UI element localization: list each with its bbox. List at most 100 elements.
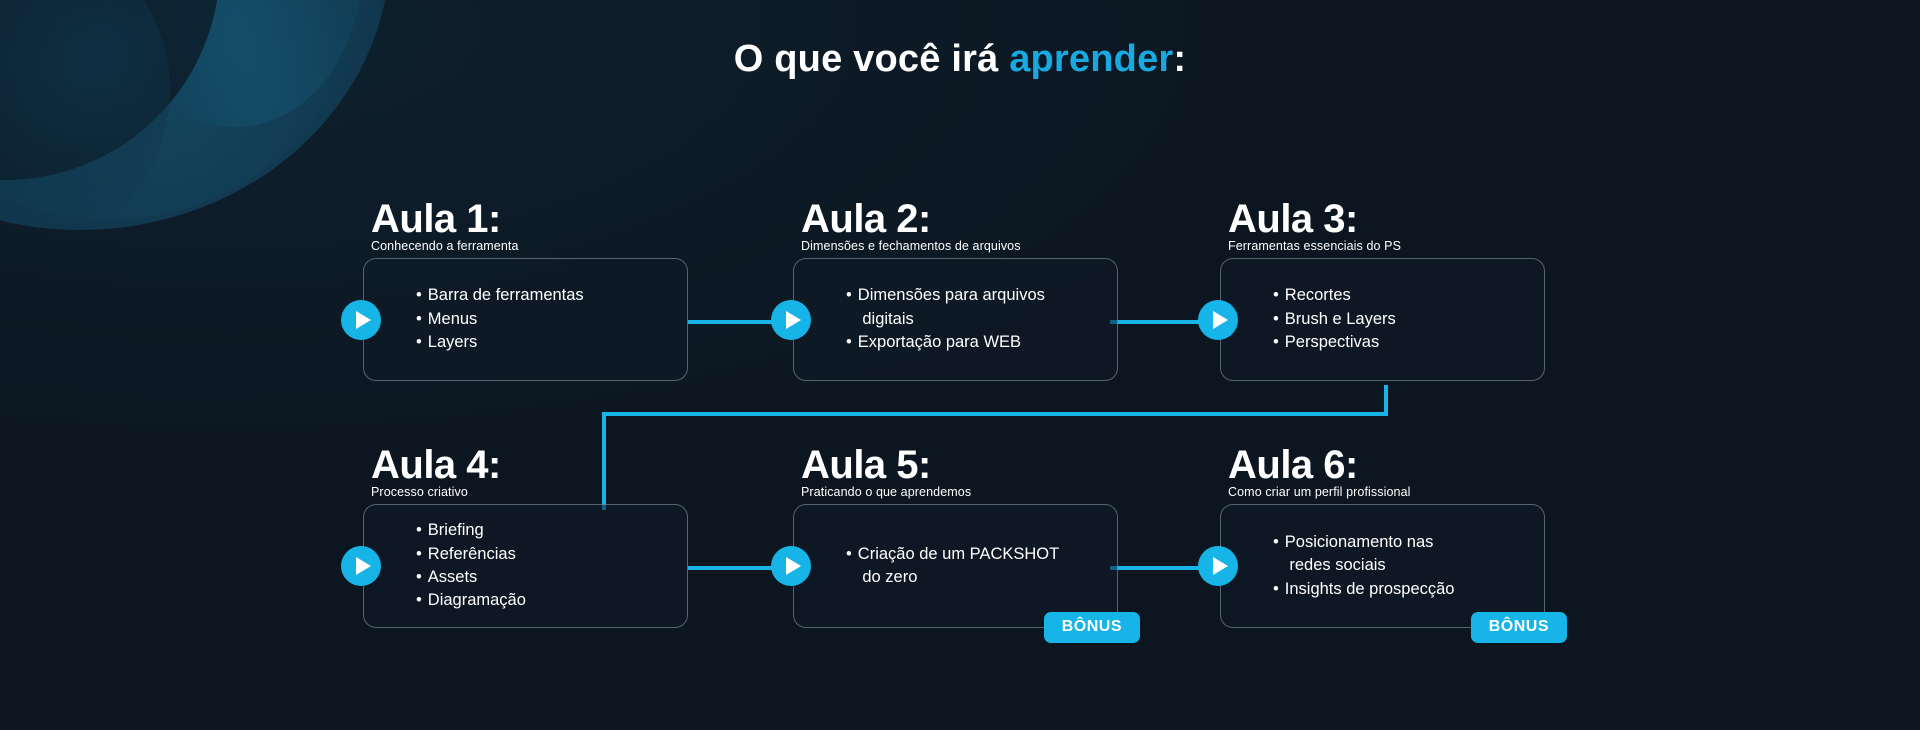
lesson-heading-1: Aula 1:Conhecendo a ferramenta <box>371 199 519 254</box>
lesson-heading-2: Aula 2:Dimensões e fechamentos de arquiv… <box>801 199 1021 254</box>
lesson-subtitle-6: Como criar um perfil profissional <box>1228 485 1411 500</box>
play-triangle <box>1212 557 1228 575</box>
list-item-label: Menus <box>427 309 478 328</box>
bullet-icon: • <box>416 521 422 540</box>
lesson-card-2[interactable]: Aula 2:Dimensões e fechamentos de arquiv… <box>771 199 1118 381</box>
play-triangle <box>1212 310 1228 329</box>
list-item-label: Dimensões para arquivos digitais <box>857 286 1045 328</box>
bullet-icon: • <box>416 309 422 328</box>
list-item: • Dimensões para arquivos digitais <box>846 284 1103 331</box>
bullet-icon: • <box>1273 333 1279 352</box>
lesson-card-1[interactable]: Aula 1:Conhecendo a ferramenta • Barra de … <box>341 199 688 381</box>
lesson-card-body-6: • Posicionamento nas redes sociais • Insigh… <box>1220 504 1545 628</box>
play-icon[interactable] <box>771 299 811 340</box>
lesson-subtitle-2: Dimensões e fechamentos de arquivos <box>801 239 1021 254</box>
lesson-card-body-2: • Dimensões para arquivos digitais • Export… <box>793 258 1118 381</box>
list-item-label: Insights de prospecção <box>1284 579 1455 598</box>
bonus-badge: BÔNUS <box>1043 612 1140 643</box>
bullet-icon: • <box>416 591 422 610</box>
bullet-icon: • <box>846 286 852 305</box>
lesson-item-list-4: • Briefing • Referências • Assets • Diagramação <box>364 519 687 613</box>
lesson-subtitle-5: Praticando o que aprendemos <box>801 485 972 500</box>
list-item-label: Referências <box>427 544 516 563</box>
list-item: • Criação de um PACKSHOT do zero <box>846 543 1103 590</box>
lesson-title-2: Aula 2: <box>801 197 931 242</box>
lesson-card-3[interactable]: Aula 3:Ferramentas essenciais do PS •Reco… <box>1198 199 1545 381</box>
lesson-heading-3: Aula 3:Ferramentas essenciais do PS <box>1228 199 1401 254</box>
lesson-heading-6: Aula 6:Como criar um perfil profissional <box>1228 445 1411 500</box>
list-item: • Layers <box>416 331 673 354</box>
list-item: • Referências <box>416 543 673 566</box>
page-title-container: O que você irá aprender: <box>0 38 1920 81</box>
play-icon[interactable] <box>771 546 811 586</box>
bullet-icon: • <box>1273 286 1279 305</box>
lesson-card-body-3: •Recortes•Brush e Layers•Perspectivas <box>1220 258 1545 381</box>
lesson-title-6: Aula 6: <box>1228 443 1358 488</box>
lesson-heading-4: Aula 4:Processo criativo <box>371 445 501 500</box>
lesson-title-4: Aula 4: <box>371 443 501 488</box>
play-triangle <box>355 310 371 329</box>
play-triangle <box>355 557 371 575</box>
list-item: • Exportação para WEB <box>846 331 1103 354</box>
lesson-item-list-5: • Criação de um PACKSHOT do zero <box>794 543 1117 590</box>
page-title-suffix: : <box>1173 38 1187 80</box>
bonus-badge: BÔNUS <box>1470 612 1567 643</box>
bullet-icon: • <box>416 544 422 563</box>
list-item-label: Brush e Layers <box>1284 309 1396 328</box>
play-triangle <box>785 557 801 575</box>
lesson-title-1: Aula 1: <box>371 197 501 242</box>
lesson-item-list-2: • Dimensões para arquivos digitais • Export… <box>794 284 1117 354</box>
lesson-card-body-5: • Criação de um PACKSHOT do zero <box>793 504 1118 628</box>
list-item: • Brush e Layers <box>1273 308 1530 331</box>
lesson-subtitle-1: Conhecendo a ferramenta <box>371 239 519 254</box>
list-item: • Assets <box>416 566 673 589</box>
lesson-subtitle-4: Processo criativo <box>371 485 468 500</box>
lesson-card-body-4: • Briefing • Referências • Assets • Diagramação <box>363 504 688 628</box>
list-item: • Diagramação <box>416 589 673 612</box>
list-item-label: Barra de ferramentas <box>427 286 584 305</box>
lesson-title-3: Aula 3: <box>1228 197 1358 242</box>
page-title-plain: O que você irá <box>733 38 1010 80</box>
bullet-icon: • <box>1273 532 1279 551</box>
list-item-label: Exportação para WEB <box>857 333 1022 352</box>
lesson-subtitle-3: Ferramentas essenciais do PS <box>1228 239 1402 254</box>
page-title-accent: aprender <box>1009 38 1174 80</box>
connector-3-to-4 <box>602 385 1388 510</box>
list-item: • Briefing <box>416 519 673 542</box>
bullet-icon: • <box>1273 309 1279 328</box>
bullet-icon: • <box>416 286 422 305</box>
list-item-label: Posicionamento nas redes sociais <box>1284 532 1434 575</box>
list-item: • Insights de prospecção <box>1273 578 1530 601</box>
list-item: • Menus <box>416 308 673 331</box>
lesson-heading-5: Aula 5:Praticando o que aprendemos <box>801 445 971 500</box>
lesson-item-list-6: • Posicionamento nas redes sociais • Insigh… <box>1221 531 1544 601</box>
lesson-item-list-3: •Recortes•Brush e Layers•Perspectivas <box>1221 284 1544 354</box>
list-item-label: Diagramação <box>427 591 526 610</box>
play-icon[interactable] <box>1198 299 1238 340</box>
list-item-label: Criação de um PACKSHOT do zero <box>857 544 1060 586</box>
lesson-card-4[interactable]: Aula 4:Processo criativo • Briefing • Referê… <box>341 445 688 628</box>
list-item: • Posicionamento nas redes sociais <box>1273 531 1530 578</box>
play-triangle <box>785 310 801 329</box>
lesson-item-list-1: • Barra de ferramentas • Menus • Layers <box>364 284 687 354</box>
lesson-card-body-1: • Barra de ferramentas • Menus • Layers <box>363 258 688 381</box>
lesson-title-5: Aula 5: <box>801 443 931 488</box>
page-title: O que você irá aprender: <box>0 38 1920 81</box>
play-icon[interactable] <box>341 299 381 340</box>
lesson-card-6[interactable]: Aula 6:Como criar um perfil profissional… <box>1198 445 1567 643</box>
lesson-card-5[interactable]: Aula 5:Praticando o que aprendemos • Criaç… <box>771 445 1140 643</box>
list-item: •Recortes <box>1273 284 1530 307</box>
list-item-label: Layers <box>427 333 478 352</box>
play-icon[interactable] <box>1198 546 1238 586</box>
bullet-icon: • <box>1273 579 1279 598</box>
bullet-icon: • <box>416 333 422 352</box>
list-item: •Perspectivas <box>1273 331 1530 354</box>
list-item: • Barra de ferramentas <box>416 284 673 307</box>
play-icon[interactable] <box>341 546 381 586</box>
list-item-label: Assets <box>427 568 478 586</box>
bullet-icon: • <box>846 544 852 563</box>
list-item-label: Briefing <box>427 521 484 540</box>
bullet-icon: • <box>846 333 852 352</box>
bullet-icon: • <box>416 568 422 586</box>
